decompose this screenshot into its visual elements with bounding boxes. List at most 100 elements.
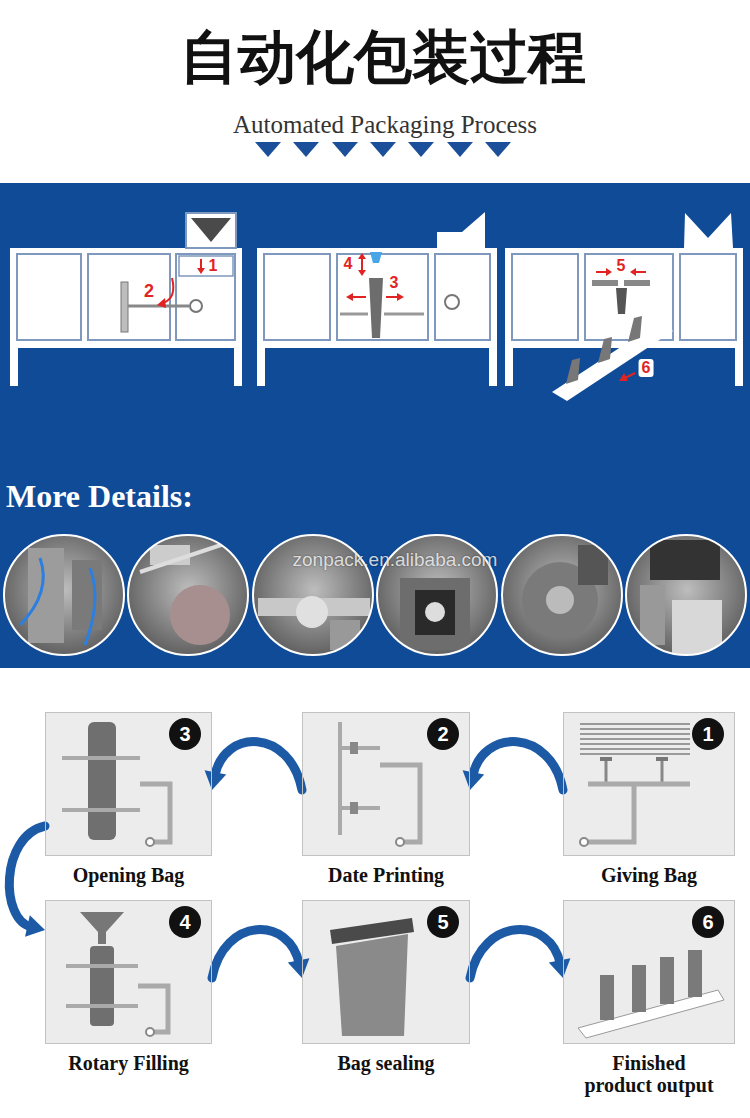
bag [660,957,674,1004]
arm [584,784,634,842]
triangle [370,142,396,157]
pivot [580,838,588,846]
bag [90,946,114,1026]
step-number-circle: 3 [169,718,201,750]
step-caption: Opening Bag [29,864,229,886]
step-fill [45,900,212,1044]
rod [338,722,342,835]
red-arrowhead [346,293,353,301]
triangle [293,142,319,157]
seal-jaw [592,280,618,286]
bag-stack [580,738,690,740]
gripper [121,282,128,332]
arrowhead [25,915,45,936]
machine-panel [88,254,170,340]
step-number: 6 [702,912,713,932]
callout-number: 4 [344,256,353,272]
gripper [62,808,140,812]
callout-number: 6 [639,359,654,377]
red-arrowhead [197,268,205,274]
funnel [80,912,124,944]
curved-arrow [205,742,302,790]
red-arrow [386,296,398,298]
photo-part [640,585,665,645]
machine-leg [735,344,743,386]
photo [124,531,254,661]
photo [0,531,130,661]
conveyor [552,320,673,401]
arrowhead [549,958,571,978]
red-arrowhead [157,298,166,308]
photo-rim [626,535,746,655]
machine-panel [17,254,81,340]
step-caption: Finished product output [580,1052,718,1096]
triangle [255,142,281,157]
suction-cup [350,802,358,814]
machine-3 [505,213,743,401]
machine-top [462,212,485,232]
machine-panel [337,254,428,340]
photo-ground [0,531,130,661]
photo-part [425,602,445,622]
bag [600,975,614,1020]
arrow-body [473,742,563,790]
arrowhead [205,770,227,790]
photo-part [28,548,64,643]
curved-arrow [9,826,45,937]
giving-bag-art [580,724,690,846]
step-number-circle: 5 [427,906,459,938]
gripper [62,756,140,760]
machine-body [10,248,242,348]
photo-part [415,590,455,635]
machine-leg [505,344,513,386]
photo [622,531,750,661]
curved-arrow [212,930,309,978]
suction-cup [600,757,612,761]
machine-top [437,232,485,248]
machine-leg [234,344,242,386]
step-number-circle: 2 [427,718,459,750]
bag-stack [580,723,690,725]
process-step-box: Opening Bag3 [45,712,212,856]
photo [498,531,628,661]
step-number-circle: 1 [692,718,724,750]
machine-panel [176,254,235,340]
arm [588,782,690,787]
machine-panel [512,254,578,340]
photo-rim [128,535,248,655]
bag [336,934,408,1036]
suction-rod [661,761,664,782]
photo-wire [20,558,43,625]
step-number-circle: 4 [169,906,201,938]
photo-rim [502,535,622,655]
curved-arrow [470,930,570,978]
arrowhead [288,958,310,978]
bag-sealing-art [330,918,414,1036]
process-step-box: Finished product output6 [563,900,735,1044]
machine-panel [680,254,736,340]
red-arrowhead [630,268,636,276]
photo-part [296,596,328,628]
machine-leg [10,344,18,386]
step-number-circle: 6 [692,906,724,938]
bag-stack [580,748,690,750]
arrow-body [470,930,560,978]
red-arrowhead [358,270,366,276]
step-number: 1 [702,724,713,744]
machine-body [505,248,743,348]
callout-number: 1 [209,258,218,274]
triangle [408,142,434,157]
curved-arrow [463,742,563,790]
photo-part [170,585,230,645]
step-number: 4 [179,912,190,932]
red-arrowhead [619,373,628,381]
suction-cup [350,742,358,754]
bag [632,965,646,1012]
bag [628,316,642,342]
watermark: zonpack.en.alibaba.com [293,550,498,571]
output-art [578,950,724,1038]
step-caption: Giving Bag [549,864,749,886]
hopper-box [186,213,236,248]
